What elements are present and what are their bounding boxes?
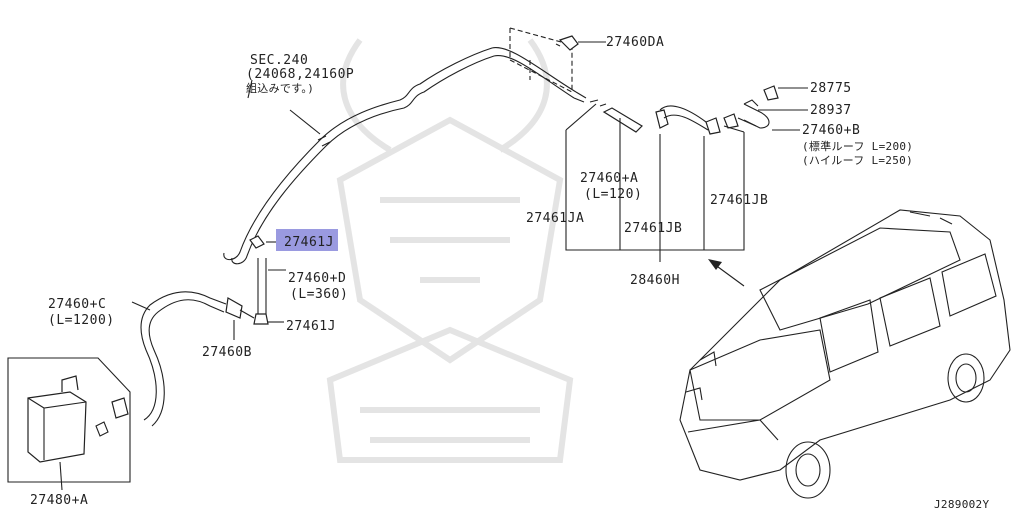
label-27461JB-right[interactable]: 27461JB	[710, 193, 768, 208]
label-roof-high: (ハイルーフ L=250)	[802, 154, 913, 167]
label-27460A-length: (L=120)	[584, 187, 642, 202]
vehicle-van-illustration	[679, 209, 1011, 499]
reservoir-inset-box	[7, 357, 131, 491]
label-27461JA[interactable]: 27461JA	[526, 211, 584, 226]
leader-lines-top	[247, 41, 808, 135]
label-sec-note: 組込みです。)	[246, 82, 314, 95]
label-27460B-plus[interactable]: 27460+B	[802, 123, 860, 138]
label-27460D[interactable]: 27460+D	[288, 271, 346, 286]
label-27460B[interactable]: 27460B	[202, 345, 252, 360]
label-27461J-top[interactable]: 27461J	[284, 235, 334, 250]
washer-hose-main[interactable]	[223, 47, 587, 265]
label-27460C[interactable]: 27460+C	[48, 297, 106, 312]
label-28937[interactable]: 28937	[810, 103, 852, 118]
hose-27460D[interactable]	[249, 235, 286, 325]
diagram-id: J289002Y	[934, 498, 989, 511]
nozzle-bracket-dashed	[509, 27, 579, 93]
label-27460DA[interactable]: 27460DA	[606, 35, 664, 50]
callout-box-28460H	[565, 103, 745, 262]
label-roof-standard: (標準ルーフ L=200)	[802, 139, 913, 153]
watermark-emblem	[326, 38, 574, 463]
label-sec-240[interactable]: SEC.240	[250, 53, 308, 68]
hose-right-section[interactable]	[589, 85, 779, 135]
hose-27460C[interactable]	[131, 291, 255, 427]
label-27460A[interactable]: 27460+A	[580, 171, 638, 186]
label-27461J-bottom[interactable]: 27461J	[286, 319, 336, 334]
label-27461JB-mid[interactable]: 27461JB	[624, 221, 682, 236]
label-27460D-length: (L=360)	[290, 287, 348, 302]
label-28775[interactable]: 28775	[810, 81, 852, 96]
label-28460H[interactable]: 28460H	[630, 273, 680, 288]
label-27460C-length: (L=1200)	[48, 313, 115, 328]
label-27480A[interactable]: 27480+A	[30, 493, 88, 508]
direction-arrow	[708, 259, 745, 287]
label-sec-ref: (24068,24160P	[246, 67, 354, 82]
highlight-box	[276, 229, 338, 251]
